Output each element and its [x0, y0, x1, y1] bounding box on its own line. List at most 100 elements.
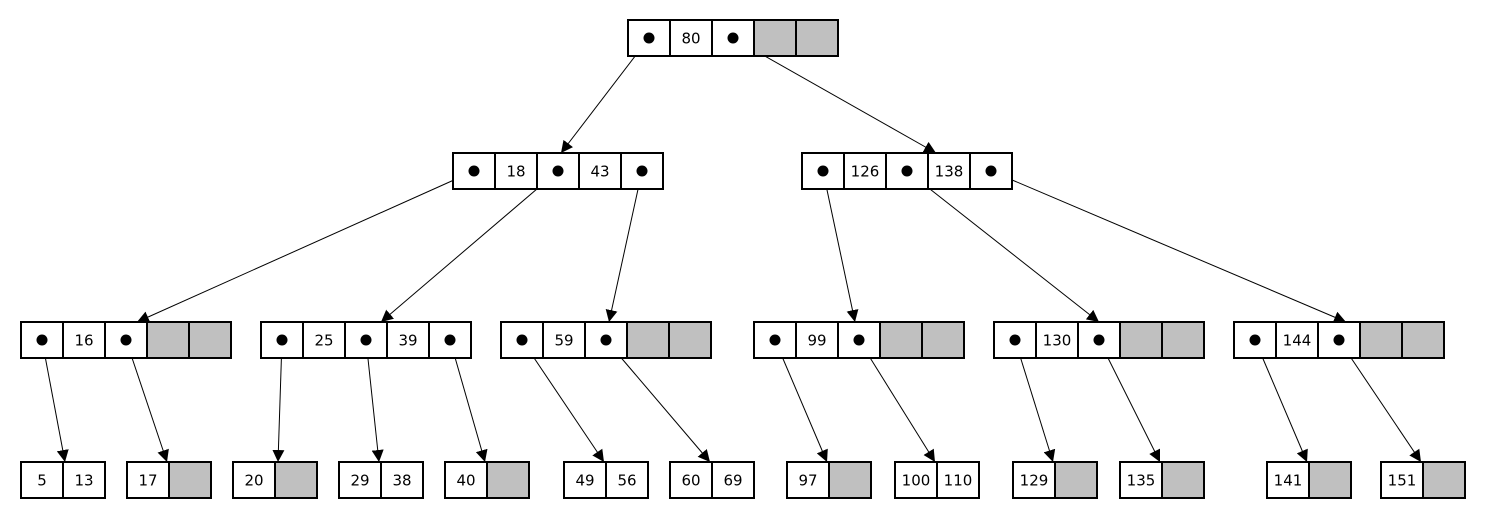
key-cell: [386, 321, 430, 359]
empty-leaf-cell: [1422, 461, 1466, 499]
pointer-dot-icon: [636, 165, 648, 177]
leaf-key: 20: [244, 472, 263, 490]
pointer-dot-icon: [600, 334, 612, 346]
btree-node-n80: 80: [627, 19, 839, 57]
pointer-dot-icon: [120, 334, 132, 346]
empty-leaf-cell: [1308, 461, 1352, 499]
pointer-dot-icon: [276, 334, 288, 346]
empty-leaf-cell: [1054, 461, 1098, 499]
edge-n126_138-to-n99: [822, 170, 859, 323]
leaf-node-l40: 40: [444, 461, 530, 499]
leaf-key: 97: [798, 472, 817, 490]
key-cell: [1275, 321, 1319, 359]
leaf-key: 135: [1127, 472, 1156, 490]
leaf-key: 110: [944, 472, 973, 490]
empty-leaf-cell: [486, 461, 530, 499]
pointer-dot-icon: [444, 334, 456, 346]
leaf-key: 56: [617, 472, 636, 490]
pointer-dot-icon: [552, 165, 564, 177]
leaf-node-l135: 135: [1119, 461, 1205, 499]
btree-node-n59: 59: [500, 321, 712, 359]
edge-n18_43-to-n59: [605, 170, 643, 323]
leaf-key: 17: [138, 472, 157, 490]
btree-node-n16: 16: [20, 321, 232, 359]
leaf-node-l151: 151: [1380, 461, 1466, 499]
leaf-key: 151: [1388, 472, 1417, 490]
edge-n25_39-to-l40: [449, 339, 488, 463]
node-key: 80: [681, 30, 700, 48]
pointer-dot-icon: [643, 32, 655, 44]
edge-n144-to-l151: [1338, 339, 1422, 463]
edges-layer: [41, 37, 1422, 463]
empty-leaf-cell: [1161, 461, 1205, 499]
leaf-node-l129: 129: [1012, 461, 1098, 499]
leaf-key-cell: [669, 461, 713, 499]
leaf-key-cell: [1266, 461, 1310, 499]
leaf-key: 60: [681, 472, 700, 490]
pointer-dot-icon: [468, 165, 480, 177]
node-key: 138: [935, 163, 964, 181]
pointer-dot-icon: [1093, 334, 1105, 346]
leaf-key: 13: [74, 472, 93, 490]
leaf-key-cell: [711, 461, 755, 499]
pointer-dot-icon: [727, 32, 739, 44]
leaf-key: 5: [37, 472, 47, 490]
btree-node-n99: 99: [753, 321, 965, 359]
edge-n130-to-l135: [1098, 339, 1161, 463]
pointer-dot-icon: [1009, 334, 1021, 346]
node-key: 99: [807, 332, 826, 350]
edge-n18_43-to-n25_39: [380, 170, 559, 323]
leaf-key: 38: [392, 472, 411, 490]
empty-pointer-cell: [668, 321, 712, 359]
edge-n18_43-to-n16: [136, 170, 475, 323]
leaf-key: 49: [575, 472, 594, 490]
node-key: 16: [74, 332, 93, 350]
edge-n130-to-l129: [1014, 339, 1056, 463]
empty-key-cell: [1359, 321, 1403, 359]
node-key: 126: [851, 163, 880, 181]
pointer-dot-icon: [516, 334, 528, 346]
edge-n99-to-l97: [774, 339, 828, 463]
key-cell: [927, 152, 971, 190]
leaf-key: 100: [902, 472, 931, 490]
empty-leaf-cell: [274, 461, 318, 499]
leaf-key-cell: [605, 461, 649, 499]
edge-n126_138-to-n144: [990, 170, 1347, 323]
leaf-key-cell: [1380, 461, 1424, 499]
pointer-dot-icon: [985, 165, 997, 177]
leaf-key: 129: [1020, 472, 1049, 490]
leaf-node-l141: 141: [1266, 461, 1352, 499]
node-key: 59: [554, 332, 573, 350]
pointer-dot-icon: [817, 165, 829, 177]
leaf-key-cell: [62, 461, 106, 499]
leaf-node-l97: 97: [786, 461, 872, 499]
leaf-node-l5_13: 5 13: [20, 461, 106, 499]
leaf-key-cell: [1119, 461, 1163, 499]
pointer-dot-icon: [853, 334, 865, 346]
empty-key-cell: [1119, 321, 1163, 359]
leaf-node-l49_56: 49 56: [563, 461, 649, 499]
pointer-dot-icon: [36, 334, 48, 346]
key-cell: [1035, 321, 1079, 359]
pointer-dot-icon: [1249, 334, 1261, 346]
btree-node-n126_138: 126 138: [801, 152, 1013, 190]
pointer-dot-icon: [901, 165, 913, 177]
edge-n59-to-l60_69: [605, 339, 711, 463]
edge-n126_138-to-n130: [906, 170, 1100, 323]
key-cell: [542, 321, 586, 359]
pointer-dot-icon: [769, 334, 781, 346]
pointer-dot-icon: [360, 334, 372, 346]
leaf-key-cell: [936, 461, 980, 499]
node-key: 25: [314, 332, 333, 350]
leaf-key-cell: [232, 461, 276, 499]
node-key: 144: [1283, 332, 1312, 350]
edge-n25_39-to-l20: [272, 339, 285, 463]
btree-node-n144: 144: [1233, 321, 1445, 359]
edge-n25_39-to-l29_38: [365, 339, 384, 463]
empty-key-cell: [626, 321, 670, 359]
empty-pointer-cell: [1161, 321, 1205, 359]
